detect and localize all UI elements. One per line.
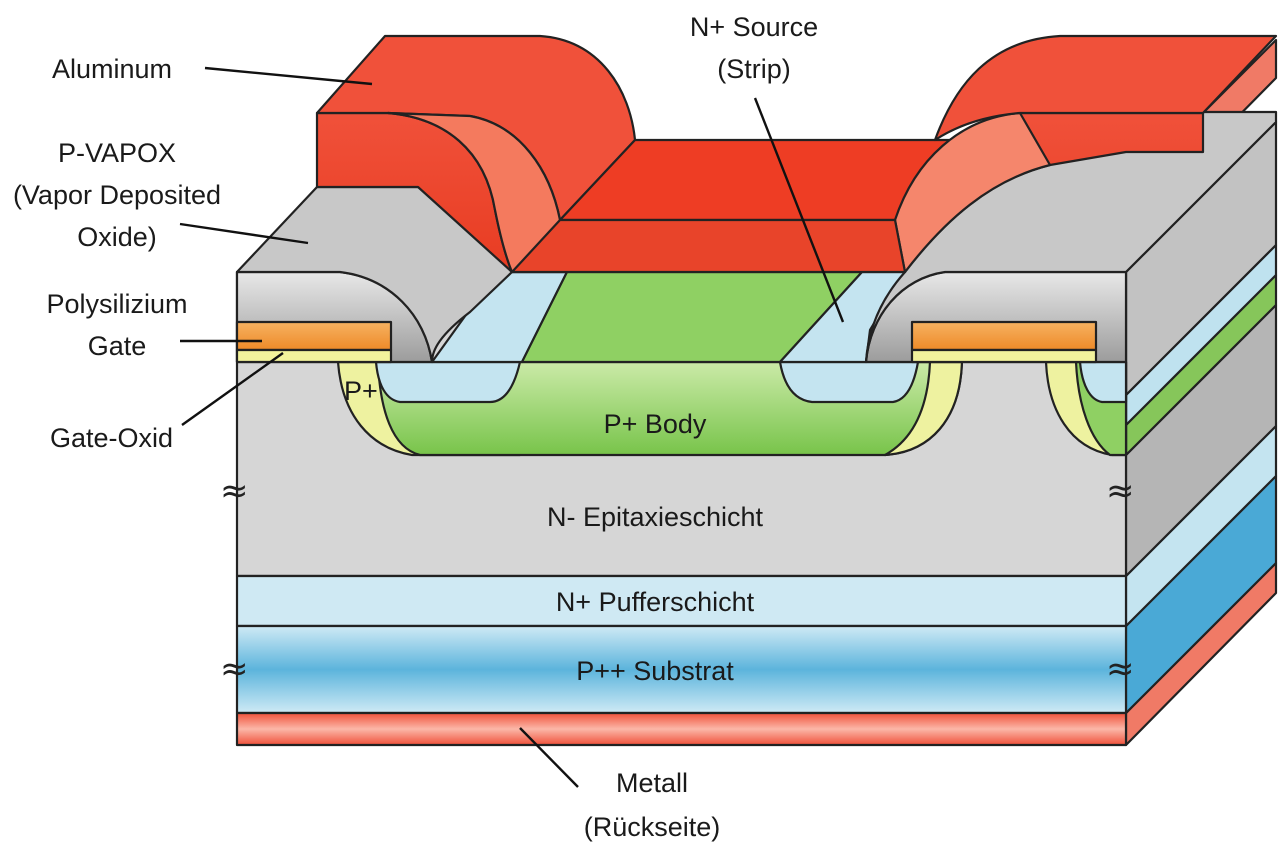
label-metal-2: (Rückseite) xyxy=(584,812,721,842)
left-poly-gate xyxy=(235,320,393,352)
leader-lines xyxy=(179,66,845,788)
label-aluminum: Aluminum xyxy=(52,54,172,84)
right-p-plus-edge xyxy=(883,360,964,457)
aluminum-trench-wall-right xyxy=(893,111,1052,274)
right-poly-gate xyxy=(910,320,1098,352)
label-poly-2: Gate xyxy=(88,331,147,361)
labels: Aluminum P-VAPOX (Vapor Deposited Oxide)… xyxy=(13,12,818,842)
label-pvapox-1: P-VAPOX xyxy=(58,138,176,168)
aluminum-right-ridge xyxy=(933,34,1278,142)
break-mark-sub-left: ≈ xyxy=(220,649,249,689)
right-side-face xyxy=(1124,38,1278,747)
right-gate-oxide xyxy=(910,348,1098,364)
label-gate-oxid: Gate-Oxid xyxy=(50,423,173,453)
label-pvapox-2: (Vapor Deposited xyxy=(13,180,221,210)
label-p-plus: P+ xyxy=(344,376,378,406)
leader-pvapox xyxy=(179,222,309,245)
label-metal-1: Metall xyxy=(616,768,688,798)
far-right-source xyxy=(1078,360,1128,404)
metal-layer xyxy=(235,711,1128,747)
label-epi: N- Epitaxieschicht xyxy=(547,502,764,532)
leader-aluminum xyxy=(204,66,373,86)
label-pvapox-3: Oxide) xyxy=(77,222,157,252)
label-poly-1: Polysilizium xyxy=(46,289,187,319)
wells xyxy=(336,360,1128,457)
break-mark-epi-left: ≈ xyxy=(220,471,249,511)
leader-metal xyxy=(519,727,579,788)
label-p-body: P+ Body xyxy=(604,409,707,439)
break-mark-epi-right: ≈ xyxy=(1106,471,1135,511)
break-marks: ≈ ≈ ≈ ≈ xyxy=(220,471,1135,689)
leader-gate-oxid xyxy=(181,352,284,426)
aluminum-underside xyxy=(510,218,907,274)
leader-source xyxy=(753,97,845,323)
gates xyxy=(235,320,1098,364)
left-gate-oxide xyxy=(235,348,393,364)
aluminum-trench-wall-left xyxy=(386,111,569,274)
label-substrate: P++ Substrat xyxy=(576,656,734,686)
label-source-2: (Strip) xyxy=(717,54,791,84)
left-source-pocket xyxy=(374,360,522,404)
label-buffer: N+ Pufferschicht xyxy=(556,587,755,617)
right-source-pocket xyxy=(778,360,920,404)
break-mark-sub-right: ≈ xyxy=(1106,649,1135,689)
label-source-1: N+ Source xyxy=(690,12,818,42)
top-surface xyxy=(430,270,907,364)
